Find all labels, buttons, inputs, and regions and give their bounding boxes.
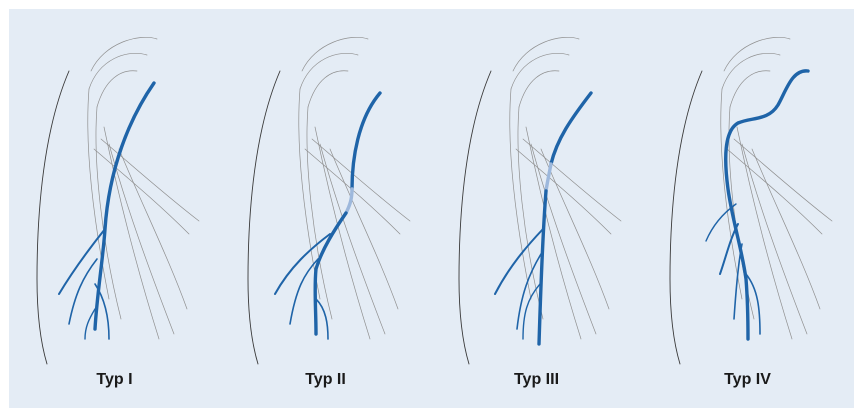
muscle-contour	[510, 89, 531, 299]
muscle-contour	[330, 149, 398, 309]
vein-branch	[85, 309, 95, 339]
muscle-contour	[513, 37, 579, 71]
vein-branch	[523, 284, 540, 339]
type-label: Typ I	[9, 371, 220, 389]
figure-type-1: Typ I	[9, 9, 220, 408]
vein-main	[726, 71, 808, 339]
vein-branch	[734, 244, 742, 319]
figure-type-3: Typ III	[431, 9, 642, 408]
arm-outline	[459, 71, 491, 364]
vein-branch	[275, 234, 330, 294]
muscle-contour	[722, 53, 780, 89]
muscle-contour	[730, 71, 770, 107]
vein-branch	[69, 259, 97, 324]
aponeurosis	[727, 149, 822, 234]
vein-branch	[316, 299, 328, 339]
arm-outline	[670, 71, 702, 364]
muscle-contour	[308, 71, 348, 107]
vein-branch	[720, 224, 738, 274]
type-label: Typ III	[431, 371, 642, 389]
aponeurosis	[516, 149, 611, 234]
arm-diagram-type-3	[431, 9, 642, 408]
vein-branch	[517, 254, 541, 329]
muscle-contour	[302, 37, 368, 71]
muscle-contour	[104, 127, 159, 339]
muscle-contour	[97, 71, 137, 107]
muscle-contour	[307, 107, 332, 319]
muscle-contour	[752, 149, 820, 309]
muscle-contour	[724, 37, 790, 71]
muscle-contour	[119, 149, 187, 309]
muscle-contour	[91, 37, 157, 71]
vein-under-aponeurosis	[546, 164, 551, 191]
muscle-contour	[89, 53, 147, 89]
arm-outline	[37, 71, 69, 364]
type-label: Typ IV	[642, 371, 853, 389]
arm-diagram-type-4	[642, 9, 853, 408]
vein-branch	[495, 229, 543, 294]
arm-outline	[248, 71, 280, 364]
arm-diagram-type-2	[220, 9, 431, 408]
figure-type-2: Typ II	[220, 9, 431, 408]
muscle-contour	[315, 127, 370, 339]
muscle-contour	[109, 144, 174, 334]
vein-main	[551, 93, 591, 164]
muscle-contour	[511, 53, 569, 89]
vein-main	[539, 191, 546, 344]
vein-main	[352, 93, 380, 189]
muscle-contour	[737, 127, 792, 339]
muscle-contour	[519, 71, 559, 107]
muscle-contour	[300, 53, 358, 89]
vein-main	[315, 213, 346, 334]
muscle-contour	[742, 144, 807, 334]
figure-panel: Typ I Typ	[9, 9, 854, 408]
type-label: Typ II	[220, 371, 431, 389]
muscle-contour	[541, 149, 609, 309]
arm-diagram-type-1	[9, 9, 220, 408]
figure-type-4: Typ IV	[642, 9, 853, 408]
